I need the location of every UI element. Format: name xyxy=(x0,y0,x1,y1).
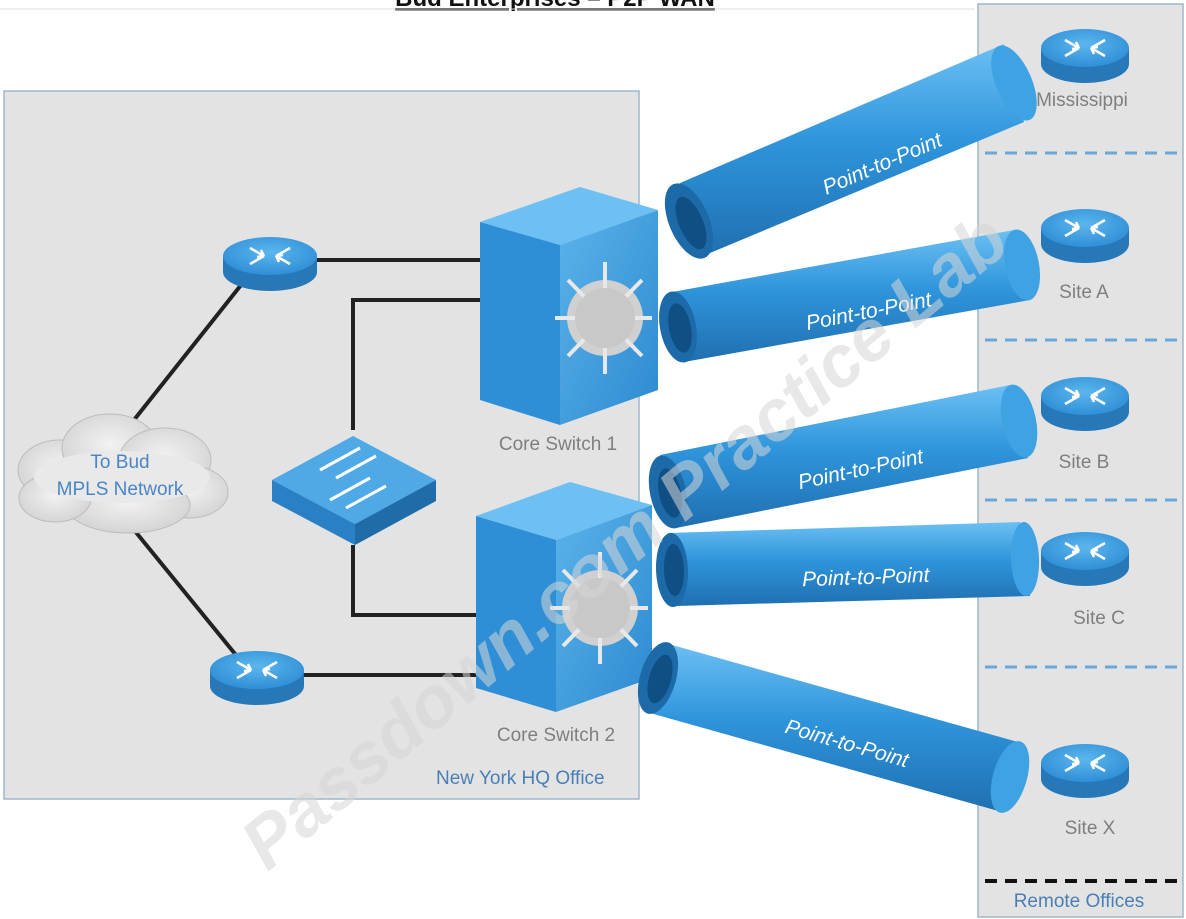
multilayer-switch-icon xyxy=(480,187,658,425)
router-icon xyxy=(1041,532,1129,586)
hq-router-top xyxy=(223,237,317,291)
cloud-label-line2: MPLS Network xyxy=(57,479,184,500)
multilayer-switch-icon xyxy=(476,482,652,712)
router-icon xyxy=(1041,377,1129,431)
remote-offices-label: Remote Offices xyxy=(1014,891,1145,912)
mpls-cloud: To Bud MPLS Network xyxy=(17,413,229,534)
remote-site-c: Site C xyxy=(1041,532,1129,629)
connection-lines xyxy=(128,258,485,677)
remote-site-a: Site A xyxy=(1041,209,1129,303)
router-icon xyxy=(210,651,304,705)
router-icon xyxy=(223,237,317,291)
remote-site-mississippi: Mississippi xyxy=(1036,29,1129,111)
p2p-link-5: Point-to-Point xyxy=(637,642,1030,813)
cloud-label-line1: To Bud xyxy=(90,452,149,473)
router-icon xyxy=(1041,744,1129,798)
p2p-link-1: Point-to-Point xyxy=(664,44,1037,259)
remote-site-x: Site X xyxy=(1041,744,1129,839)
router-icon xyxy=(1041,209,1129,263)
remote-site-label: Site C xyxy=(1073,608,1125,629)
remote-site-b: Site B xyxy=(1041,377,1129,473)
p2p-link-3: Point-to-Point xyxy=(648,384,1038,529)
diagram-title: Bud Enterprises – P2P WAN xyxy=(395,0,715,12)
p2p-link-4-label: Point-to-Point xyxy=(802,564,931,591)
access-switch xyxy=(272,436,436,545)
core-switch-1-label: Core Switch 1 xyxy=(499,434,617,455)
core-switch-2: Core Switch 2 xyxy=(476,482,652,746)
switch-icon xyxy=(272,436,436,545)
hq-office-label: New York HQ Office xyxy=(436,768,605,789)
router-icon xyxy=(1041,29,1129,83)
remote-site-label: Site A xyxy=(1059,282,1109,303)
remote-site-label: Site B xyxy=(1059,452,1110,473)
hq-router-bottom xyxy=(210,651,304,705)
remote-dividers xyxy=(985,151,1183,669)
core-switch-1: Core Switch 1 xyxy=(480,187,658,455)
remote-site-label: Site X xyxy=(1065,818,1116,839)
core-switch-2-label: Core Switch 2 xyxy=(497,725,615,746)
remote-site-label: Mississippi xyxy=(1036,90,1128,111)
p2p-link-2: Point-to-Point xyxy=(659,229,1041,363)
p2p-link-4: Point-to-Point xyxy=(655,522,1040,607)
